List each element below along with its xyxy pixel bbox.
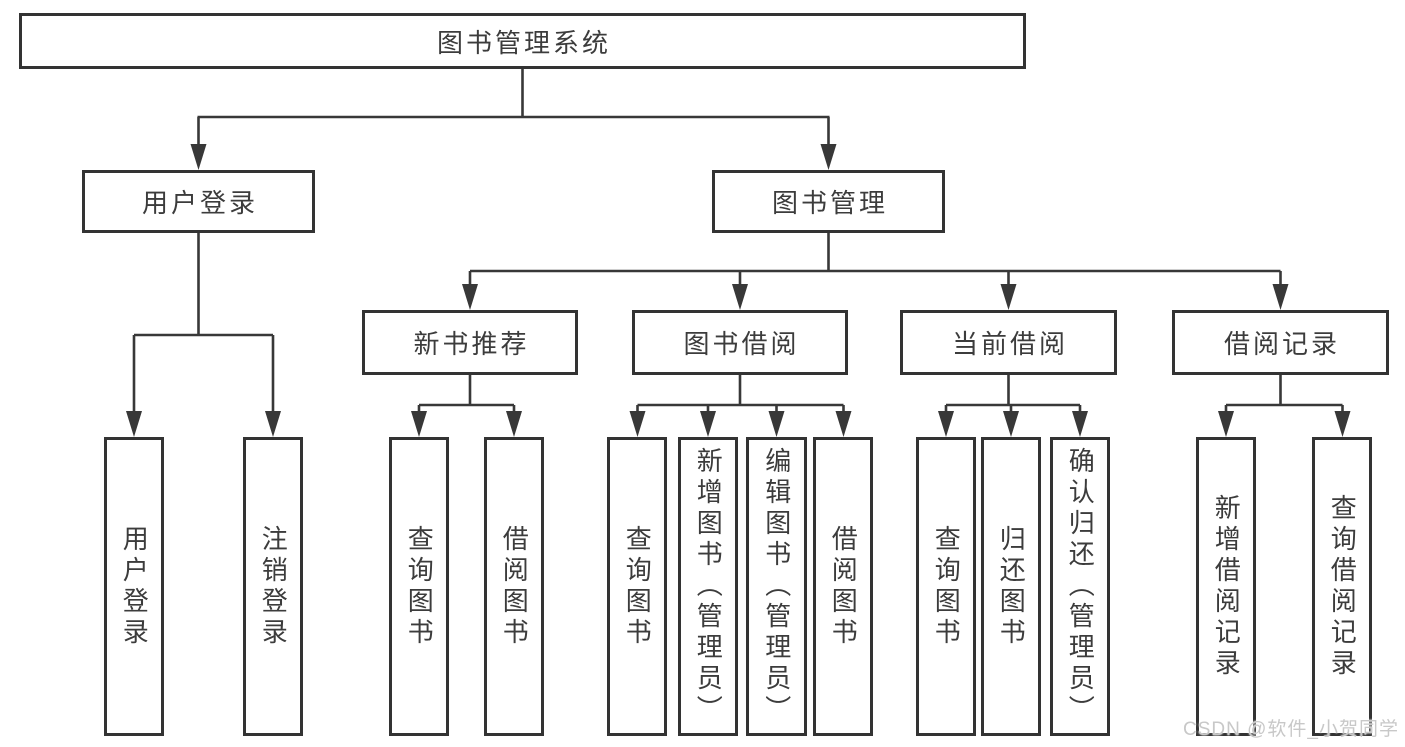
leaf-borrow-books-borrowing-label: 借阅图书	[828, 524, 859, 649]
leaf-edit-book-admin: 编辑图书（管理员）	[746, 437, 807, 736]
connector-lines	[132, 69, 1344, 413]
node-borrowing-records: 借阅记录	[1172, 310, 1389, 375]
leaf-query-borrow-record: 查询借阅记录	[1312, 437, 1372, 736]
leaf-user-login-label: 用户登录	[119, 524, 150, 649]
node-current-borrowing: 当前借阅	[900, 310, 1117, 375]
leaf-query-books-current: 查询图书	[916, 437, 976, 736]
node-book-borrowing: 图书借阅	[632, 310, 848, 375]
leaf-return-books-label: 归还图书	[996, 524, 1027, 649]
leaf-logout-login: 注销登录	[243, 437, 303, 736]
node-book-borrowing-label: 图书借阅	[683, 329, 800, 359]
leaf-add-borrow-record: 新增借阅记录	[1196, 437, 1256, 736]
leaf-logout-login-label: 注销登录	[258, 524, 289, 649]
node-root: 图书管理系统	[19, 13, 1026, 69]
node-user-login-label: 用户登录	[141, 188, 258, 218]
leaf-borrow-books-recommend: 借阅图书	[484, 437, 544, 736]
leaf-return-books: 归还图书	[981, 437, 1041, 736]
leaf-query-books-borrowing-label: 查询图书	[622, 524, 653, 649]
leaf-add-borrow-record-label: 新增借阅记录	[1211, 493, 1242, 680]
leaf-edit-book-admin-label: 编辑图书（管理员）	[761, 447, 792, 726]
leaf-confirm-return-admin-label: 确认归还（管理员）	[1065, 447, 1096, 726]
leaf-query-books-current-label: 查询图书	[931, 524, 962, 649]
leaf-add-book-admin: 新增图书（管理员）	[678, 437, 738, 736]
arrow-heads	[126, 144, 1351, 437]
leaf-borrow-books-recommend-label: 借阅图书	[499, 524, 530, 649]
node-root-label: 图书管理系统	[436, 27, 611, 58]
leaf-add-book-admin-label: 新增图书（管理员）	[693, 447, 724, 726]
node-book-management: 图书管理	[712, 170, 945, 233]
node-new-book-recommend: 新书推荐	[362, 310, 578, 375]
node-user-login: 用户登录	[82, 170, 315, 233]
leaf-query-books-borrowing: 查询图书	[607, 437, 667, 736]
leaf-query-borrow-record-label: 查询借阅记录	[1327, 493, 1358, 680]
leaf-borrow-books-borrowing: 借阅图书	[813, 437, 873, 736]
node-new-book-recommend-label: 新书推荐	[413, 329, 530, 359]
leaf-confirm-return-admin: 确认归还（管理员）	[1050, 437, 1110, 736]
node-borrowing-records-label: 借阅记录	[1223, 329, 1340, 359]
leaf-query-books-recommend: 查询图书	[389, 437, 449, 736]
node-current-borrowing-label: 当前借阅	[951, 329, 1068, 359]
leaf-user-login: 用户登录	[104, 437, 164, 736]
leaf-query-books-recommend-label: 查询图书	[404, 524, 435, 649]
node-book-management-label: 图书管理	[771, 188, 888, 218]
csdn-watermark: CSDN @软件_小贺同学	[1183, 719, 1399, 740]
